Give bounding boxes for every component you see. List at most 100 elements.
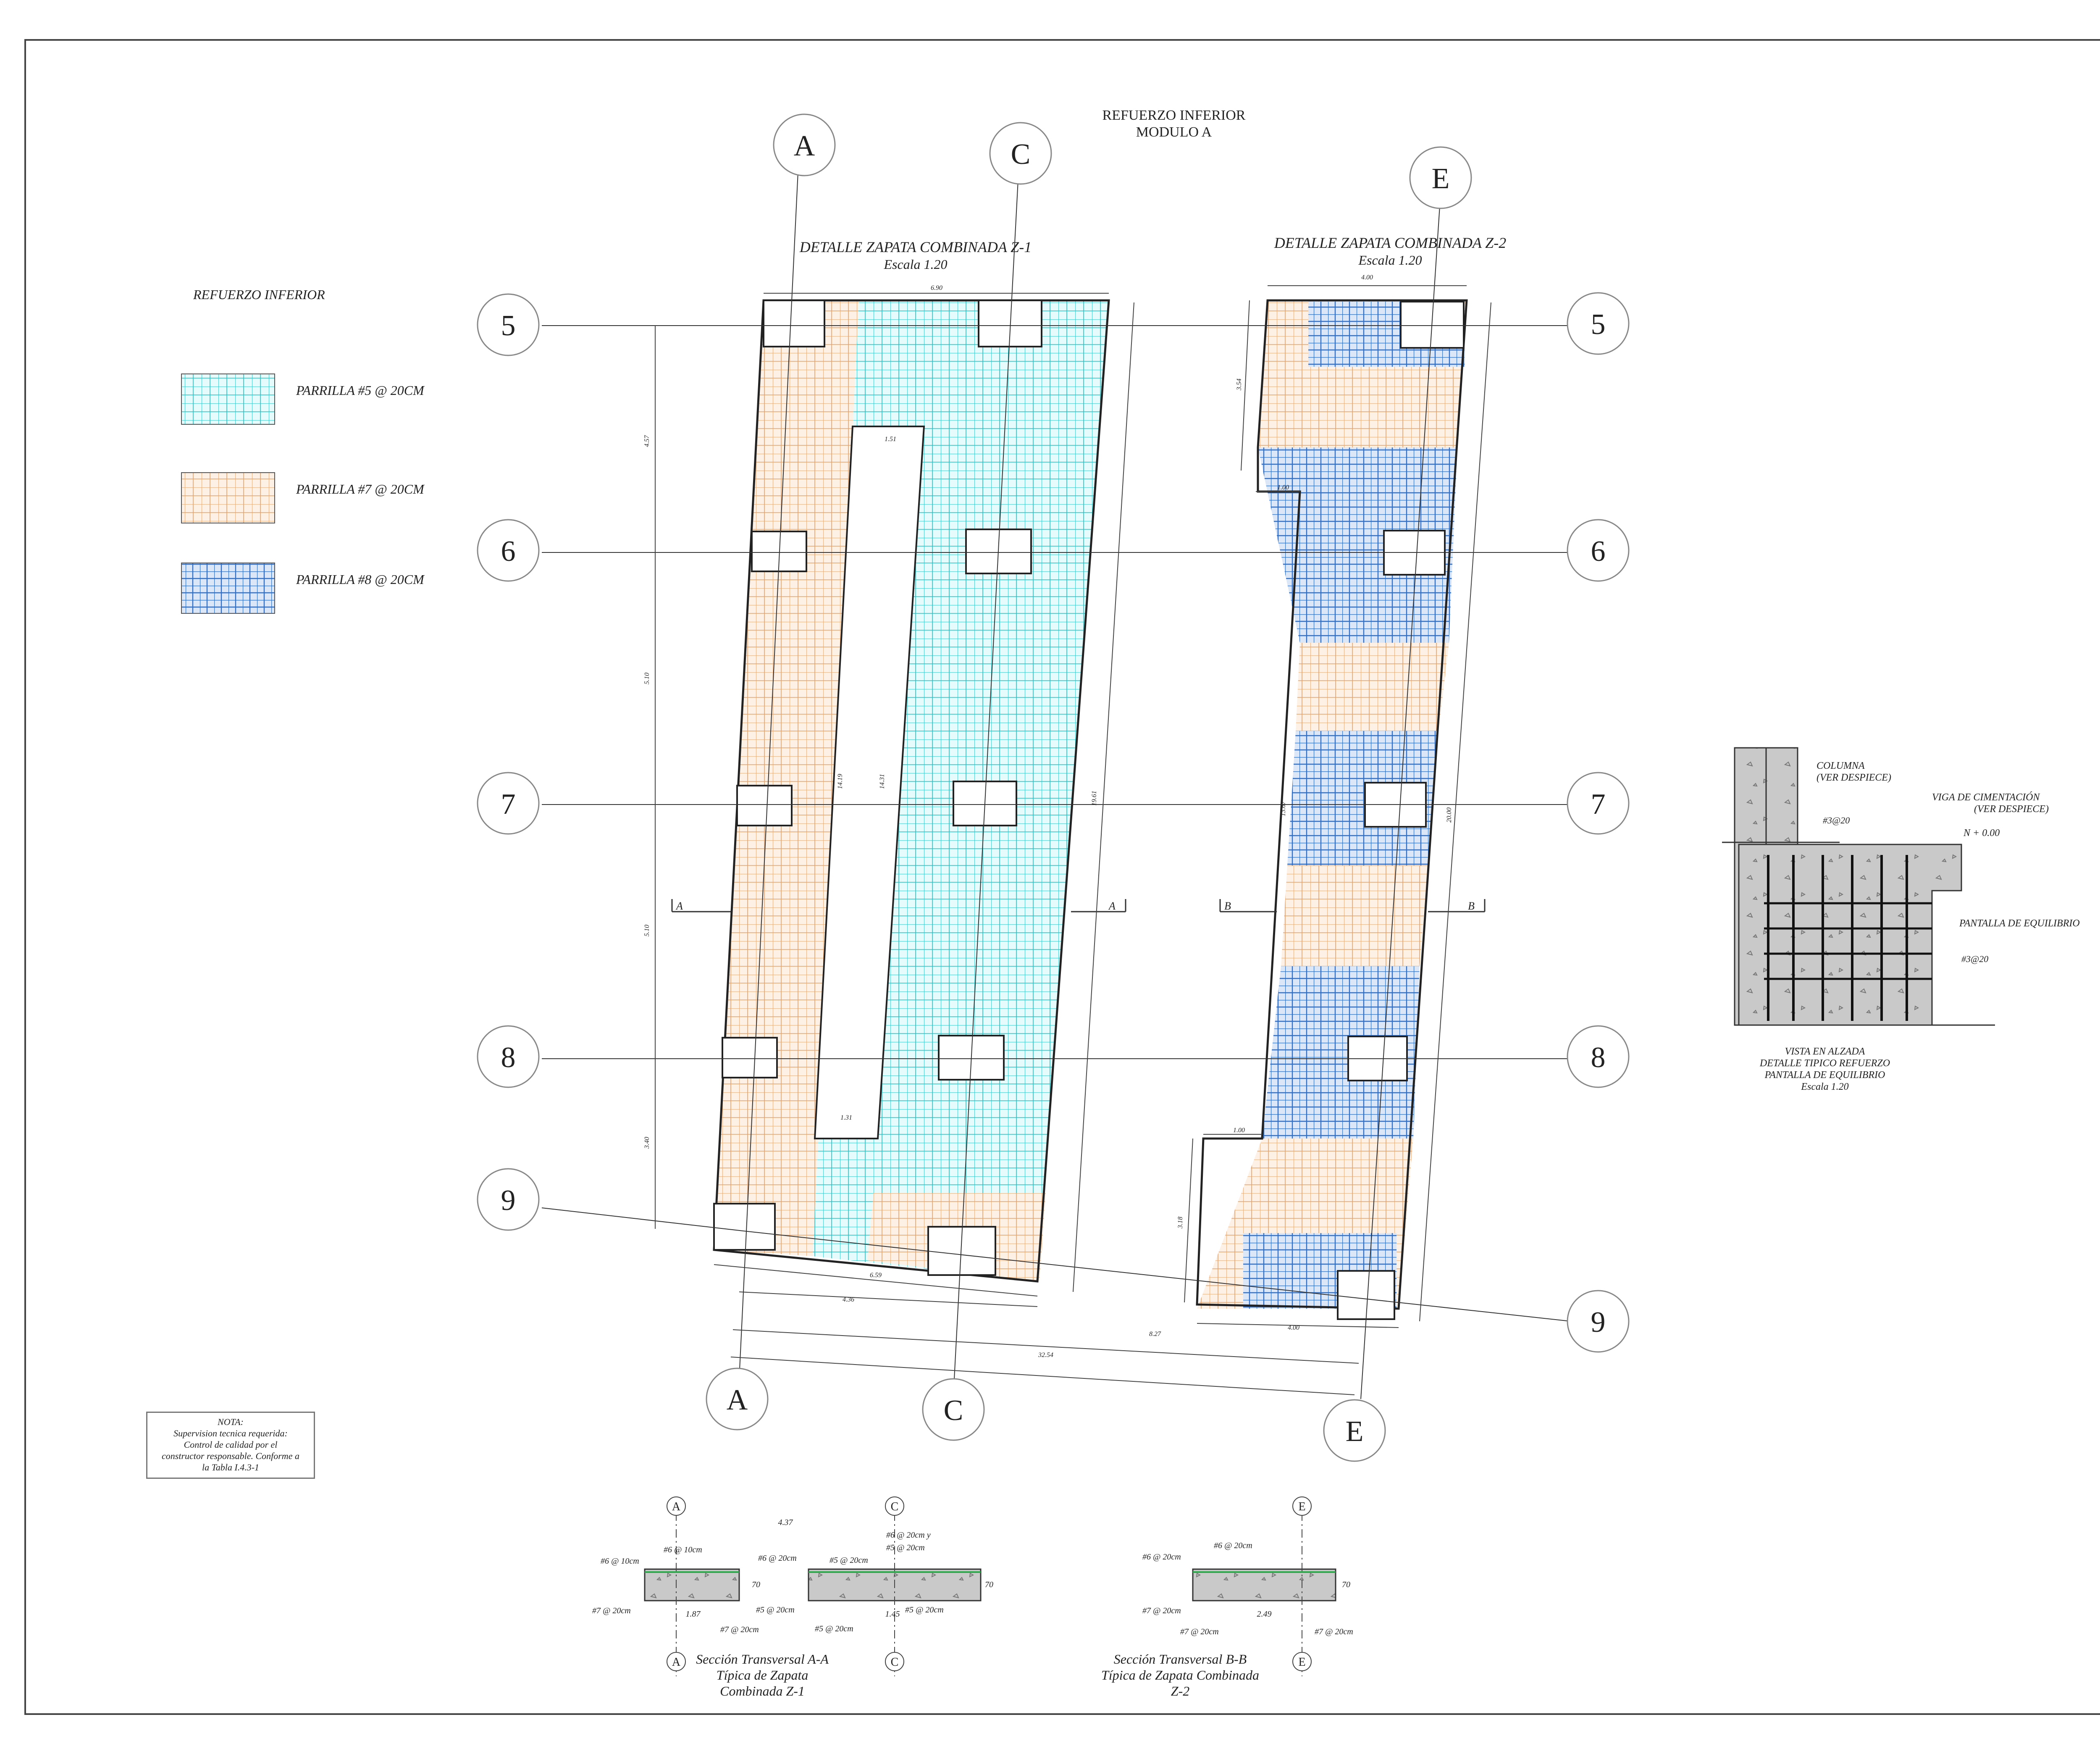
sec-bb-caption-2: Típica de Zapata Combinada: [1101, 1667, 1259, 1683]
dim-z1-57: 4.57: [643, 435, 651, 447]
detail-caption-3: PANTALLA DE EQUILIBRIO: [1764, 1070, 1885, 1081]
drawing-title: REFUERZO INFERIOR: [1102, 108, 1246, 123]
mesh-5-swatch: [181, 373, 275, 425]
sec-aa-label-11: #5 @ 20cm: [905, 1605, 944, 1615]
axis-label-c-top: C: [1011, 138, 1031, 171]
axis-label-c-bottom: C: [944, 1394, 963, 1427]
legend-title: REFUERZO INFERIOR: [193, 287, 325, 302]
section-mark-b-left: B: [1224, 900, 1231, 912]
dim-z2-len1: 13.67: [1280, 801, 1287, 816]
wall-detail: [1722, 747, 1995, 1026]
detail-caption-2: DETALLE TIPICO REFUERZO: [1759, 1058, 1890, 1069]
sec-aa-label-5: #5 @ 20cm: [756, 1605, 795, 1615]
dim-z2-top: 4.00: [1361, 274, 1373, 281]
z1-opening: [814, 426, 925, 1139]
detail-caption-1: VISTA EN ALZADA: [1785, 1046, 1865, 1057]
sec-aa-label-1: #6 @ 10cm: [601, 1557, 639, 1566]
section-mark-a-left: A: [675, 900, 683, 912]
sec-aa-label-6: #6 @ 20cm: [758, 1554, 797, 1563]
sec-aa-axis-c-bottom: C: [891, 1656, 899, 1669]
dim-z1-67: 5.10: [643, 673, 651, 684]
axis-label-7-left: 7: [501, 788, 516, 820]
note-line-4: la Tabla I.4.3-1: [202, 1462, 260, 1473]
z2-scale: Escala 1.20: [1358, 252, 1422, 268]
sec-aa-dim-b1: 1.87: [686, 1609, 701, 1619]
dim-z2-ce: 8.27: [1149, 1331, 1161, 1338]
dim-z2-notch-bottom: 1.00: [1233, 1127, 1245, 1134]
sec-aa-caption-2: Típica de Zapata: [717, 1667, 808, 1683]
sec-aa-label-8: #6 @ 20cm y: [886, 1530, 931, 1540]
dim-z1-top: 6.90: [931, 284, 942, 292]
dim-z1-bottom: 6.59: [870, 1272, 882, 1279]
section-markers: [671, 899, 1486, 913]
detail-viga: VIGA DE CIMENTACIÓN: [1932, 792, 2040, 803]
legend-label-8: PARRILLA #8 @ 20CM: [296, 572, 425, 587]
detail-pantalla: PANTALLA DE EQUILIBRIO: [1959, 918, 2080, 929]
sec-bb-label-5: #7 @ 20cm: [1315, 1627, 1353, 1636]
mesh-8-swatch: [181, 563, 275, 614]
axis-label-8-left: 8: [501, 1041, 516, 1074]
dim-z2-d-top: 3.54: [1236, 379, 1243, 391]
sec-bb-caption-3: Z-2: [1171, 1683, 1189, 1699]
axis-bubbles: [477, 113, 1630, 1462]
detail-bar-1: #3@20: [1823, 815, 1850, 826]
sec-aa-label-10: #5 @ 20cm: [815, 1624, 853, 1633]
sec-aa-label-4: #7 @ 20cm: [720, 1625, 759, 1634]
sec-bb-label-3: #7 @ 20cm: [1142, 1606, 1181, 1615]
sec-aa-h2: 70: [985, 1580, 993, 1589]
dim-z1-inner-len1: 14.19: [837, 774, 844, 789]
sec-bb-caption-1: Sección Transversal B-B: [1114, 1651, 1247, 1667]
dim-z2-notch-top: 1.00: [1277, 484, 1289, 491]
dimension-lines: [655, 285, 1491, 1395]
sec-aa-label-9: #5 @ 20cm: [886, 1543, 925, 1552]
sec-aa-caption-3: Combinada Z-1: [720, 1683, 805, 1699]
legend-label-7: PARRILLA #7 @ 20CM: [296, 481, 425, 497]
dim-z2-len2: 20.00: [1446, 807, 1453, 823]
sec-aa-dim-b2: 1.45: [885, 1609, 900, 1619]
axis-label-6-right: 6: [1591, 535, 1606, 568]
sec-bb-dim-b: 2.49: [1257, 1609, 1272, 1619]
axis-label-5-right: 5: [1591, 308, 1606, 341]
z1-scale: Escala 1.20: [883, 257, 947, 272]
detail-caption-4: Escala 1.20: [1801, 1081, 1848, 1092]
z1-title: DETALLE ZAPATA COMBINADA Z-1: [799, 239, 1032, 255]
note-box: NOTA: Supervision tecnica requerida: Con…: [146, 1412, 315, 1479]
note-line-3: constructor responsable. Conforme a: [162, 1451, 299, 1461]
legend-label-5: PARRILLA #5 @ 20CM: [296, 383, 425, 398]
detail-bar-2: #3@20: [1961, 954, 1988, 964]
sec-aa-dim-top: 4.37: [778, 1518, 793, 1527]
axis-label-e-bottom: E: [1346, 1415, 1364, 1448]
sec-bb-label-1: #6 @ 20cm: [1142, 1552, 1181, 1562]
dim-z1-span: 32.54: [1038, 1352, 1053, 1359]
sec-bb-h: 70: [1342, 1580, 1350, 1589]
sec-aa-caption-1: Sección Transversal A-A: [696, 1651, 829, 1667]
note-line-1: Supervision tecnica requerida:: [173, 1428, 288, 1438]
sec-bb-label-2: #6 @ 20cm: [1214, 1541, 1252, 1550]
dim-z2-d-bottom: 3.18: [1177, 1217, 1184, 1229]
drawing-subtitle: MODULO A: [1136, 124, 1212, 140]
axis-label-a-top: A: [794, 130, 815, 162]
detail-viga-sub: (VER DESPIECE): [1974, 804, 2049, 815]
axis-label-8-right: 8: [1591, 1041, 1606, 1074]
detail-level: N + 0.00: [1963, 828, 2000, 839]
sec-aa-label-2: #6 @ 10cm: [664, 1545, 702, 1554]
sec-aa-axis-a-top: A: [672, 1500, 681, 1513]
z2-title: DETALLE ZAPATA COMBINADA Z-2: [1274, 234, 1506, 251]
sec-bb-label-4: #7 @ 20cm: [1180, 1627, 1219, 1636]
note-line-2: Control de calidad por el: [184, 1439, 278, 1450]
sec-aa-label-7: #5 @ 20cm: [830, 1556, 868, 1565]
axis-label-5-left: 5: [501, 310, 516, 342]
axis-label-9-right: 9: [1591, 1306, 1606, 1339]
dim-z2-bottom: 4.00: [1288, 1324, 1299, 1331]
dim-z1-inner-len2: 14.31: [879, 774, 886, 789]
axis-label-a-bottom: A: [727, 1384, 748, 1416]
dim-z1-inner-top: 1.51: [885, 436, 896, 443]
dim-z1-inner-bottom: 1.31: [840, 1114, 852, 1121]
sec-aa-h: 70: [752, 1580, 760, 1589]
sec-aa-axis-a-bottom: A: [672, 1656, 681, 1669]
sec-aa-axis-c-top: C: [891, 1500, 899, 1513]
axis-label-9-left: 9: [501, 1184, 516, 1217]
section-mark-a-right: A: [1108, 900, 1116, 912]
dim-z1-89: 3.40: [643, 1137, 651, 1149]
